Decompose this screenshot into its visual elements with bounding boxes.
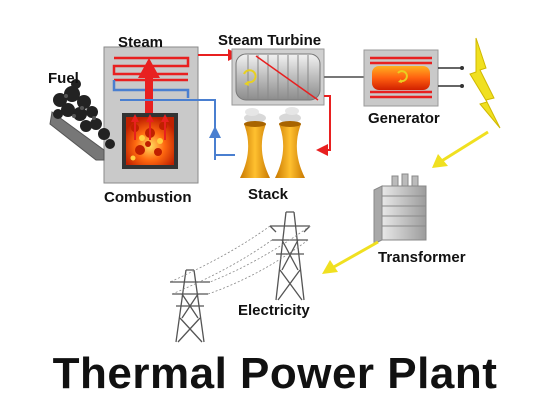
label-steam-turbine: Steam Turbine [218, 32, 322, 49]
label-combustion: Combustion [104, 189, 192, 206]
pylon-icon [269, 211, 311, 301]
boiler-icon [103, 46, 199, 184]
turbine-icon [231, 48, 325, 106]
lightning-bolt-icon [469, 37, 501, 129]
generator-icon [363, 49, 464, 107]
power-arrow-2 [322, 240, 379, 274]
label-steam: Steam [118, 34, 164, 51]
label-generator: Generator [368, 110, 440, 127]
label-stack: Stack [248, 186, 289, 203]
label-transformer: Transformer [378, 249, 466, 266]
page-title: Thermal Power Plant [52, 349, 498, 398]
transformer-icon [373, 173, 427, 245]
power-arrow-1 [432, 130, 489, 168]
label-electricity: Electricity [238, 302, 310, 319]
cooling-tower-icon [240, 107, 305, 178]
pylon-icon [170, 269, 210, 343]
label-fuel: Fuel [48, 70, 79, 87]
turbine-outlet-pipe [316, 95, 331, 156]
power-lines [169, 225, 311, 295]
coal-pile-icon [49, 79, 115, 161]
